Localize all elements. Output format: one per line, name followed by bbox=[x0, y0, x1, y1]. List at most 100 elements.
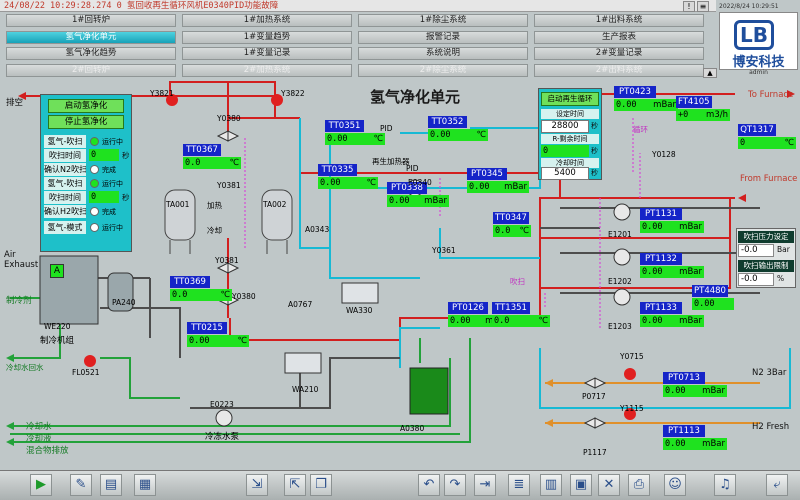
instrument-tag[interactable]: PT1131 bbox=[640, 208, 682, 220]
purge-output-unit: % bbox=[777, 274, 784, 283]
status-indicator bbox=[90, 207, 99, 216]
control-row-label: 氢气-吹扫 bbox=[44, 177, 86, 190]
instrument-tag[interactable]: TT0352 bbox=[428, 116, 467, 128]
label-coolwater-return: 冷却水回水 bbox=[6, 362, 44, 373]
instrument-tag[interactable]: TT0347 bbox=[493, 212, 529, 224]
play-button[interactable]: ▶ bbox=[30, 474, 52, 496]
alarm-banner: 24/08/22 10:29:28.274 0 氢回收再生循环风机E0340PI… bbox=[0, 0, 716, 12]
save-as-button[interactable]: ▣ bbox=[570, 474, 592, 496]
instrument-tag[interactable]: PT0126 bbox=[448, 302, 488, 314]
status-text: 完成 bbox=[102, 207, 116, 217]
nav-button[interactable]: 1#加热系统 bbox=[182, 14, 352, 27]
instrument-tag[interactable]: TT0335 bbox=[318, 164, 357, 176]
save-button[interactable]: ⇥ bbox=[474, 474, 496, 496]
regen-cool-input[interactable]: 5400 bbox=[541, 167, 589, 180]
nav-button[interactable]: 氢气净化趋势 bbox=[6, 47, 176, 60]
redo-button[interactable]: ↷ bbox=[444, 474, 466, 496]
instrument-tag[interactable]: PT1113 bbox=[663, 425, 705, 437]
label-y0128: Y0128 bbox=[652, 150, 676, 159]
import-button[interactable]: ⇲ bbox=[246, 474, 268, 496]
nav-button[interactable]: 2#回转炉 bbox=[6, 64, 176, 77]
valve-y0380-top[interactable] bbox=[218, 131, 238, 141]
undo-button[interactable]: ↶ bbox=[418, 474, 440, 496]
nav-button[interactable]: 2#变量记录 bbox=[534, 47, 704, 60]
instrument-value: 0.00℃ bbox=[325, 133, 385, 145]
heat-exchanger-wa330[interactable] bbox=[342, 283, 378, 303]
instrument-tag[interactable]: TT0215 bbox=[187, 322, 227, 334]
valve-p0717[interactable] bbox=[585, 378, 605, 388]
instrument-tag[interactable]: PT4480 bbox=[692, 285, 728, 297]
instrument-tag[interactable]: QT1317 bbox=[738, 124, 776, 136]
nav-button[interactable]: 报警记录 bbox=[358, 31, 528, 44]
instrument-tag[interactable]: PT1132 bbox=[640, 253, 682, 265]
instrument-value: 0.0℃ bbox=[492, 315, 550, 327]
current-user: admin bbox=[719, 69, 798, 78]
fan-e1203[interactable] bbox=[614, 289, 630, 305]
nav-button[interactable]: 氢气净化单元 bbox=[6, 31, 176, 44]
exit-button[interactable]: ⤶ bbox=[766, 474, 788, 496]
log-button[interactable]: ≣ bbox=[508, 474, 530, 496]
instrument-tag[interactable]: PT1133 bbox=[640, 302, 682, 314]
valve-fl0521[interactable] bbox=[84, 355, 96, 367]
purge-pressure-input[interactable]: -0.0 bbox=[738, 244, 774, 257]
chiller-unit-we220[interactable] bbox=[40, 256, 98, 324]
label-pid-fan: PID bbox=[406, 164, 419, 173]
label-pid-heater: PID bbox=[380, 124, 393, 133]
user-button[interactable]: ☺ bbox=[664, 474, 686, 496]
label-e0340: E0340 bbox=[408, 178, 432, 187]
nav-button[interactable]: 1#变量记录 bbox=[182, 47, 352, 60]
folder-button[interactable]: ▤ bbox=[100, 474, 122, 496]
valve-p1117[interactable] bbox=[585, 418, 605, 428]
instrument-tag[interactable]: PT0423 bbox=[614, 86, 656, 98]
file-button[interactable]: ▥ bbox=[540, 474, 562, 496]
instrument-unit: mBar bbox=[702, 438, 727, 450]
alarm-list-button[interactable]: ≡ bbox=[697, 1, 709, 12]
label-cool: 冷却 bbox=[207, 225, 222, 236]
delete-button[interactable]: ✕ bbox=[598, 474, 620, 496]
nav-button[interactable]: 1#回转炉 bbox=[6, 14, 176, 27]
report-button[interactable]: ▦ bbox=[134, 474, 156, 496]
nav-button[interactable]: 1#除尘系统 bbox=[358, 14, 528, 27]
purge-output-input[interactable]: -0.0 bbox=[738, 273, 774, 286]
valve-y0715[interactable] bbox=[624, 368, 636, 380]
export-button[interactable]: ⇱ bbox=[284, 474, 306, 496]
instrument-tag[interactable]: TT1351 bbox=[492, 302, 530, 314]
stop-purification-button[interactable]: 停止氢净化 bbox=[48, 115, 124, 129]
start-purification-button[interactable]: 启动氢净化 bbox=[48, 99, 124, 113]
nav-button[interactable]: 2#除尘系统 bbox=[358, 64, 528, 77]
label-purge: 吹扫 bbox=[510, 276, 525, 287]
label-refrigerant: 制冷剂 bbox=[6, 294, 32, 306]
nav-button[interactable]: 系统说明 bbox=[358, 47, 528, 60]
print-button[interactable]: ⎙ bbox=[628, 474, 650, 496]
nav-button[interactable]: 1#出料系统 bbox=[534, 14, 704, 27]
label-e0223: E0223 bbox=[210, 400, 234, 409]
instrument-tag[interactable]: PT0345 bbox=[467, 168, 507, 180]
status-text: 运行中 bbox=[102, 223, 123, 233]
instrument-tag[interactable]: TT0367 bbox=[183, 144, 221, 156]
instrument-reading: 0.00 bbox=[665, 439, 685, 449]
label-y3822: Y3822 bbox=[281, 89, 305, 98]
instrument-tag[interactable]: PT0713 bbox=[663, 372, 705, 384]
alarm-ack-button[interactable]: ! bbox=[683, 1, 695, 12]
chiller-mode-badge[interactable]: A bbox=[50, 264, 64, 278]
scroll-up-button[interactable]: ▲ bbox=[703, 68, 717, 78]
regen-set-time-input[interactable]: 28800 bbox=[541, 120, 589, 133]
sound-button[interactable]: ♫ bbox=[714, 474, 736, 496]
label-a0380: A0380 bbox=[400, 424, 424, 433]
fan-e1202[interactable] bbox=[614, 249, 630, 265]
separator-tank[interactable] bbox=[410, 368, 448, 414]
instrument-value: 0.00℃ bbox=[428, 129, 488, 141]
tools-button[interactable]: ✎ bbox=[70, 474, 92, 496]
nav-button[interactable]: 2#出料系统 bbox=[534, 64, 704, 77]
fan-e1201[interactable] bbox=[614, 204, 630, 220]
instrument-tag[interactable]: TT0351 bbox=[325, 120, 364, 132]
nav-button[interactable]: 生产报表 bbox=[534, 31, 704, 44]
instrument-tag[interactable]: TT0369 bbox=[170, 276, 210, 288]
copy-button[interactable]: ❐ bbox=[310, 474, 332, 496]
instrument-tag[interactable]: FT4105 bbox=[676, 96, 712, 108]
heat-exchanger-wa210[interactable] bbox=[285, 353, 321, 373]
start-regen-button[interactable]: 启动再生循环 bbox=[541, 92, 599, 106]
nav-button[interactable]: 1#变量趋势 bbox=[182, 31, 352, 44]
pump-e0223[interactable] bbox=[216, 410, 232, 426]
nav-button[interactable]: 2#加热系统 bbox=[182, 64, 352, 77]
